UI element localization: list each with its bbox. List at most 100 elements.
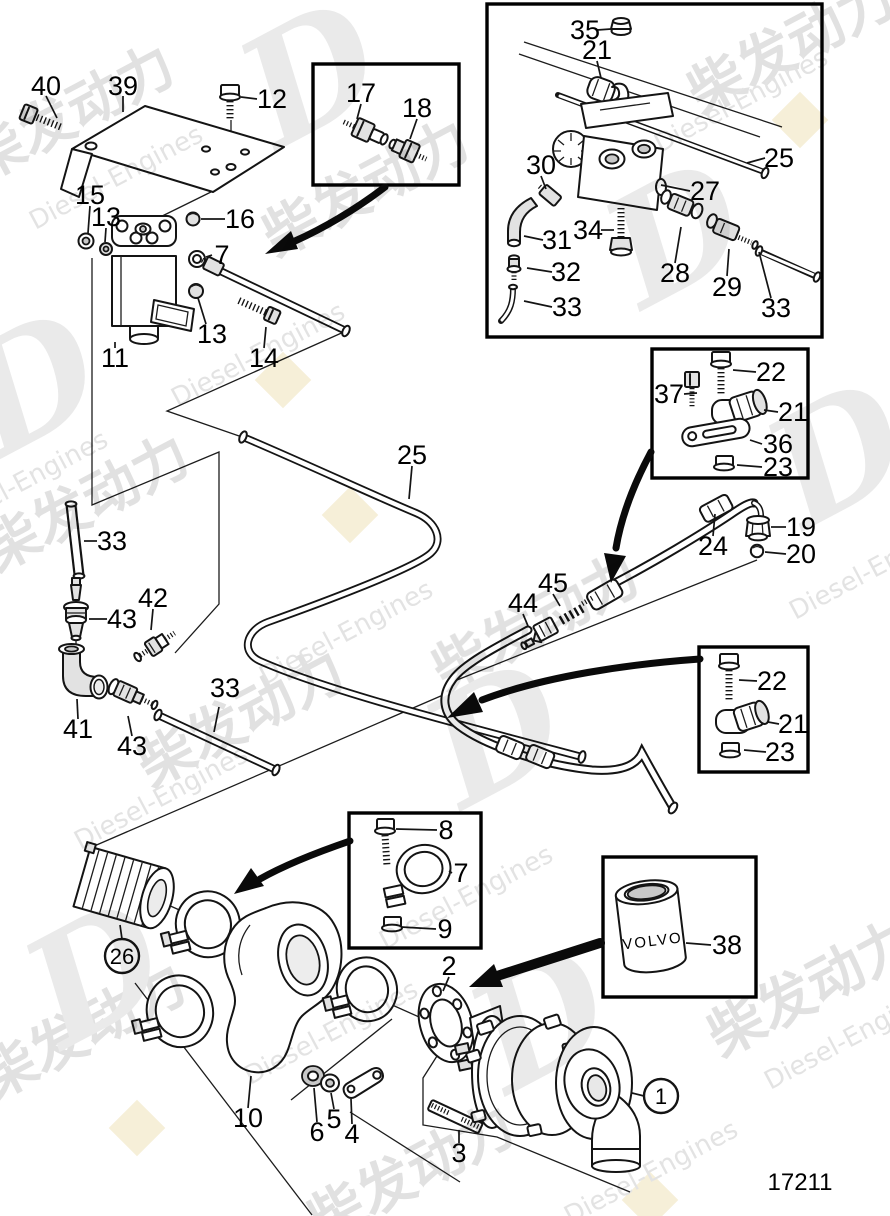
part-washer-6: [301, 1065, 325, 1087]
callout-33-vertical: 33: [97, 526, 127, 556]
callout-22-a: 22: [756, 357, 786, 387]
part-nut-19: [745, 515, 771, 542]
watermark-latin: Diesel-Engines: [0, 425, 113, 542]
callout-20: 20: [786, 539, 816, 569]
callout-42: 42: [138, 583, 168, 613]
callout-10: 10: [233, 1103, 263, 1133]
part-clamp-ring-2: [130, 974, 215, 1049]
part-nut-35: [610, 17, 632, 36]
figure-number: 17211: [768, 1169, 833, 1196]
part-ferrule-sleeve: [586, 578, 624, 611]
part-bushing-13-upper: [99, 242, 113, 256]
part-bolt-14: [237, 297, 282, 325]
part-clamp-ring-3: [321, 956, 399, 1023]
part-clamp-ring-1: [159, 890, 241, 959]
callout-36: 36: [763, 429, 793, 459]
callout-14: 14: [249, 343, 279, 373]
callout-40: 40: [31, 71, 61, 101]
part-connector-30: [537, 184, 562, 207]
part-nut-23-a: [713, 455, 735, 472]
callout-21-a: 21: [778, 397, 808, 427]
part-link-4: [342, 1067, 384, 1099]
callout-13-lower: 13: [197, 319, 227, 349]
part-valve-body-27: [552, 130, 667, 211]
callout-37: 37: [654, 379, 684, 409]
part-tube-25-main: [238, 430, 587, 764]
inset-box-clamp-lower: [697, 645, 810, 774]
part-hose-33-inset-left: [498, 283, 518, 324]
callout-11: 11: [101, 343, 129, 373]
part-plug-16: [185, 211, 201, 227]
callout-3: 3: [451, 1138, 466, 1168]
callout-12: 12: [257, 84, 287, 114]
part-fitting-32: [506, 254, 522, 281]
callout-8: 8: [438, 815, 453, 845]
callout-41: 41: [63, 714, 93, 744]
part-bracket-39: [60, 105, 285, 198]
part-turbocharger-1: [453, 1005, 641, 1173]
callout-2: 2: [441, 951, 456, 981]
part-valve-11: [111, 215, 195, 345]
callout-labels: 40 39 12 17 18 15 13 16 7 13 11 14 35 21…: [31, 15, 833, 1196]
callout-27: 27: [690, 176, 720, 206]
reference-arrows: [234, 183, 704, 987]
part-washer-7-upper: [188, 250, 206, 268]
part-clamp-21-b: [715, 699, 770, 734]
part-nipple-18: [388, 138, 428, 164]
part-pipe-with-fitting: [200, 256, 351, 338]
part-plate-36: [681, 417, 751, 448]
callout-26-circled: 26: [103, 937, 141, 975]
part-screw-40: [18, 103, 65, 132]
callout-15: 15: [75, 180, 105, 210]
callout-31: 31: [542, 225, 572, 255]
callout-7-upper: 7: [214, 240, 229, 270]
part-nut-15: [77, 232, 95, 250]
callout-5: 5: [326, 1104, 341, 1134]
part-fitting-43-upper: [63, 577, 89, 647]
part-nut-9: [381, 916, 403, 933]
part-clamp-7: [382, 843, 452, 909]
callout-17: 17: [346, 78, 376, 108]
part-grommet-13-lower: [188, 283, 204, 299]
part-screw-37: [684, 371, 700, 408]
part-washer-5: [320, 1073, 340, 1093]
callout-30: 30: [526, 150, 556, 180]
callout-44: 44: [508, 588, 538, 618]
callout-28: 28: [660, 258, 690, 288]
callout-33-inset-right: 33: [761, 293, 791, 323]
callout-39: 39: [108, 71, 138, 101]
callout-35: 35: [570, 15, 600, 45]
part-elbow-31: [507, 197, 538, 248]
part-spring-45: [558, 595, 595, 625]
part-air-filter-26: [72, 841, 175, 930]
part-hose-33-inset-right: [754, 245, 822, 283]
watermark-latin: Diesel-Engines: [759, 980, 890, 1097]
part-elbow-41: [58, 643, 109, 700]
callout-7-clamp: 7: [453, 858, 468, 888]
part-cover-10: [223, 901, 343, 1074]
callout-34: 34: [573, 215, 603, 245]
part-bolt-12: [219, 84, 241, 121]
callout-33-lower-left: 33: [210, 673, 240, 703]
part-hose-24-assembly: [440, 493, 771, 815]
part-bolt-8: [374, 818, 396, 867]
part-hose-33-vertical: [64, 500, 86, 580]
callout-43-lower: 43: [117, 731, 147, 761]
callout-4: 4: [344, 1119, 359, 1149]
part-fitting-29: [706, 213, 759, 250]
part-ball-20: [749, 543, 765, 559]
watermark-logo: D: [0, 276, 129, 494]
callout-45: 45: [538, 568, 568, 598]
part-nipple-17: [342, 117, 389, 146]
part-nut-44: [520, 616, 559, 651]
part-nut-23-b: [719, 742, 741, 759]
callout-23-b: 23: [765, 737, 795, 767]
callout-6: 6: [309, 1117, 324, 1147]
callout-32: 32: [551, 257, 581, 287]
callout-18: 18: [402, 93, 432, 123]
part-bolt-22-b: [718, 653, 740, 702]
inset-box-clamp-bolt: [347, 811, 483, 950]
svg-text:26: 26: [110, 944, 134, 969]
